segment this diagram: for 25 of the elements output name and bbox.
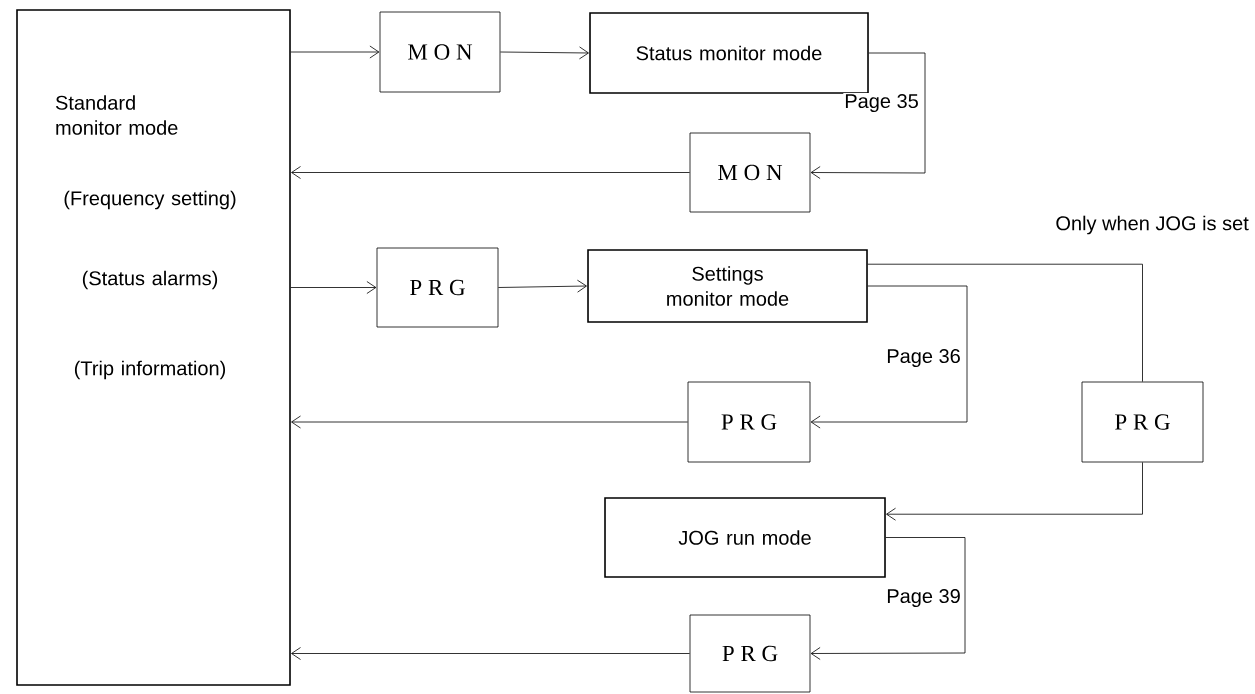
- arrow: [810, 52, 926, 179]
- arrow: [291, 415, 688, 429]
- edge-label: Page 39: [885, 587, 962, 609]
- arrow: [291, 647, 690, 660]
- arrow: [810, 537, 966, 660]
- edge-label: Page 36: [885, 347, 962, 369]
- edge-label: Only when JOG is set: [1054, 214, 1250, 236]
- key-box: M O N: [379, 11, 501, 93]
- key-box: P R G: [376, 247, 499, 328]
- key-box: M O N: [689, 132, 811, 213]
- edge-label: Page 35: [843, 92, 920, 114]
- arrow: [291, 166, 690, 179]
- key-box: P R G: [689, 614, 811, 693]
- arrow: [810, 285, 968, 429]
- mode-box: Settings monitor mode: [587, 249, 868, 323]
- key-box: P R G: [687, 381, 811, 463]
- arrow: [290, 281, 377, 294]
- arrow: [886, 462, 1143, 521]
- arrow: [500, 46, 589, 60]
- mode-box: JOG run mode: [604, 497, 886, 578]
- mode-box: Status monitor mode: [589, 12, 869, 94]
- arrow: [290, 45, 380, 59]
- key-box: P R G: [1081, 381, 1204, 463]
- arrow: [498, 279, 587, 293]
- mode-box: Standard monitor mode (Frequency setting) (Status alarms) (Trip information): [16, 9, 291, 686]
